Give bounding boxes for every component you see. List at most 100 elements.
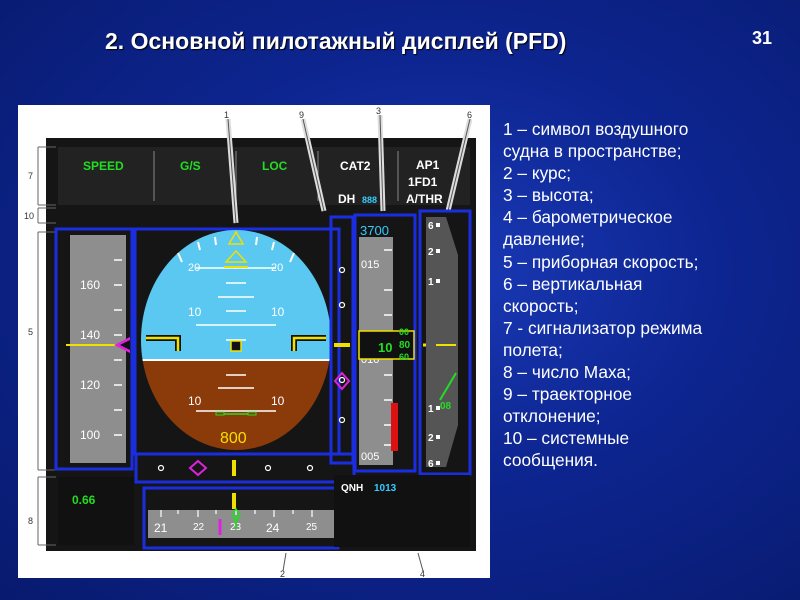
roll-pointer	[227, 230, 245, 245]
glideslope-reference	[334, 343, 350, 347]
callout-5: 5	[28, 327, 33, 337]
speed-label-160: 160	[80, 278, 100, 292]
vs-ticks	[436, 223, 440, 465]
legend-line: сообщения.	[503, 450, 598, 471]
callout-10: 10	[24, 211, 34, 221]
legend-line: 2 – курс;	[503, 163, 572, 184]
pitch-label-20-left: 20	[188, 262, 200, 274]
heading-tape	[148, 510, 334, 538]
pitch-label-20-right: 20	[271, 262, 283, 274]
legend-line: 3 – высота;	[503, 185, 594, 206]
altitude-label-015: 015	[361, 259, 379, 271]
altitude-drum-00: 00	[399, 327, 409, 337]
mach-box	[58, 477, 134, 545]
slide-title: 2. Основной пилотажный дисплей (PFD)	[105, 28, 567, 54]
legend-line: 1 – символ воздушного	[503, 119, 689, 139]
callout-1: 1	[224, 110, 229, 120]
localizer-frame	[134, 452, 356, 484]
altitude-label-005: 005	[361, 451, 379, 463]
callout-9: 9	[299, 110, 304, 120]
vs-needle	[439, 372, 457, 401]
pfd-diagram: SPEED G/S LOC CAT2 DH 888 AP1 1FD1 A/THR…	[24, 106, 476, 578]
pitch-label-10-down-right: 10	[271, 394, 285, 408]
localizer-dots	[157, 464, 314, 472]
legend-line: 8 – число Маха;	[503, 362, 631, 383]
altitude-drum-80: 80	[399, 340, 411, 351]
heading-label-21: 21	[154, 521, 168, 535]
vs-label-1-up: 1	[428, 277, 434, 288]
left-callout-brackets	[37, 146, 56, 546]
fma-cat: CAT2	[340, 159, 371, 173]
vs-label-6-up: 6	[428, 221, 434, 232]
heading-label-25: 25	[306, 522, 318, 533]
speed-tape	[70, 235, 126, 463]
speed-label-120: 120	[80, 378, 100, 392]
legend-line: отклонение;	[503, 406, 601, 427]
speed-label-140: 140	[80, 328, 100, 342]
vs-label-1-down: 1	[428, 404, 434, 415]
vs-label-2-down: 2	[428, 433, 434, 444]
legend-line: давление;	[503, 229, 585, 250]
altitude-selected: 3700	[360, 223, 389, 238]
pitch-label-10-down-left: 10	[188, 394, 202, 408]
aircraft-symbol	[146, 335, 326, 352]
bank-index	[224, 249, 248, 263]
vs-scale	[426, 217, 458, 467]
legend-line: 7 - сигнализатор режима	[503, 317, 703, 338]
pitch-label-10-up-right: 10	[271, 305, 285, 319]
slide-number: 31	[752, 28, 773, 48]
fma-panel	[58, 147, 470, 205]
heading-label-22: 22	[193, 522, 205, 533]
callout-8: 8	[28, 516, 33, 526]
glideslope-dots	[338, 266, 346, 424]
fma-ap: AP1	[416, 158, 440, 172]
pfd-figure: SPEED G/S LOC CAT2 DH 888 AP1 1FD1 A/THR…	[18, 105, 490, 578]
legend-line: судна в пространстве;	[503, 141, 682, 162]
pitch-label-10-up-left: 10	[188, 305, 202, 319]
legend-line: 4 – барометрическое	[503, 207, 673, 228]
vs-frame	[418, 209, 472, 476]
callout-6: 6	[467, 110, 472, 120]
altitude-readout-box	[358, 330, 415, 360]
speed-tape-frame	[54, 227, 134, 471]
vs-label-6-up-down: 6	[428, 459, 434, 470]
legend: 1 – символ воздушного судна в пространст…	[503, 118, 783, 472]
localizer-reference	[232, 460, 236, 476]
qnh-value: 1013	[374, 483, 397, 494]
fma-gs: G/S	[180, 159, 201, 173]
heading-reference	[232, 493, 236, 509]
legend-line: скорость;	[503, 295, 579, 316]
heading-label-24: 24	[266, 521, 280, 535]
fma-dh-label: DH	[338, 192, 355, 206]
callout-4: 4	[420, 569, 425, 578]
legend-line: 6 – вертикальная	[503, 273, 643, 294]
qnh-label: QNH	[341, 483, 363, 494]
radio-altitude: 800	[220, 430, 247, 447]
fma-fd: 1FD1	[408, 175, 438, 189]
altitude-tape-frame	[353, 213, 417, 473]
vs-readout: 08	[440, 401, 452, 412]
speed-target-marker-inner	[120, 340, 130, 350]
altitude-current: 10	[378, 340, 392, 355]
vs-label-2-up: 2	[428, 247, 434, 258]
localizer-diamond	[188, 459, 208, 477]
callout-3: 3	[376, 106, 381, 116]
roll-scale	[177, 236, 295, 263]
mach-number: 0.66	[72, 493, 96, 507]
fma-speed: SPEED	[83, 159, 124, 173]
altitude-drum-60: 60	[399, 352, 409, 362]
fma-athr: A/THR	[406, 192, 443, 206]
glideslope-frame	[329, 215, 355, 465]
fma-loc: LOC	[262, 159, 288, 173]
top-leaders	[227, 114, 471, 224]
altitude-tape-ticks	[384, 249, 392, 446]
qnh-box	[334, 475, 470, 547]
speed-label-100: 100	[80, 428, 100, 442]
legend-line: 9 – траекторное	[503, 384, 633, 405]
glideslope-diamond	[333, 371, 351, 391]
callout-2: 2	[280, 569, 285, 578]
bottom-leaders	[282, 552, 424, 572]
altitude-ground-bar	[391, 403, 398, 451]
legend-line: полета;	[503, 339, 563, 360]
fma-dh-value: 888	[362, 195, 377, 205]
